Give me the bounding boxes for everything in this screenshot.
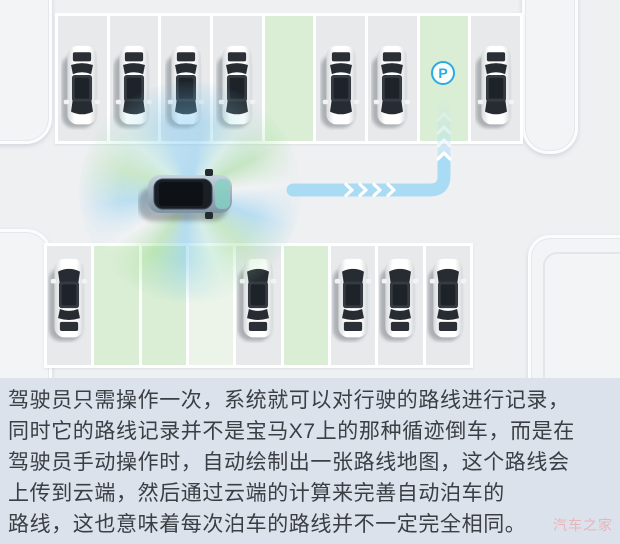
parked-car [320, 45, 359, 128]
ego-car [138, 169, 232, 221]
occupied-parking-spot [58, 16, 107, 141]
curb-inner-line [543, 252, 620, 378]
occupied-parking-spot [330, 246, 376, 365]
occupied-parking-spot [471, 16, 521, 141]
parking-lot-illustration: P [0, 0, 620, 378]
caption-line: 同时它的路线记录并不是宝马X7上的那种循迹倒车，而是在 [8, 420, 575, 443]
watermark: 汽车之家 [553, 517, 613, 533]
occupied-parking-spot [47, 246, 92, 365]
occupied-parking-spot [316, 16, 366, 141]
curb-island-top-left [0, 0, 52, 144]
route-line [286, 154, 451, 197]
curb-island-bottom-right [528, 235, 620, 378]
ego-car-hood [215, 179, 230, 209]
free-parking-spot [283, 246, 328, 365]
parked-car [372, 45, 411, 128]
parked-car [49, 258, 88, 341]
caption-line: 驾驶员只需操作一次，系统就可以对行驶的路线进行记录， [8, 389, 570, 412]
parking-row-bottom [44, 243, 473, 368]
curb-island-top-right [522, 0, 578, 154]
parked-car [62, 45, 101, 128]
parked-car [380, 258, 419, 341]
occupied-parking-spot [368, 16, 417, 141]
occupied-parking-spot [425, 246, 470, 365]
parking-target-icon: P [431, 61, 455, 85]
parked-car [427, 258, 467, 341]
caption-line: 上传到云端，然后通过云端的计算来完善自动泊车的 [8, 482, 505, 505]
caption-text-block: 驾驶员只需操作一次，系统就可以对行驶的路线进行记录， 同时它的路线记录并不是宝马… [0, 378, 620, 544]
caption-line: 驾驶员手动操作时，自动绘制出一张路线地图，这个路线会 [8, 451, 570, 474]
parked-car [333, 258, 372, 341]
occupied-parking-spot [378, 246, 423, 365]
caption-line: 路线，这也意味着每次泊车的路线并不一定完全相同。 [8, 513, 527, 536]
parked-car [475, 45, 514, 128]
